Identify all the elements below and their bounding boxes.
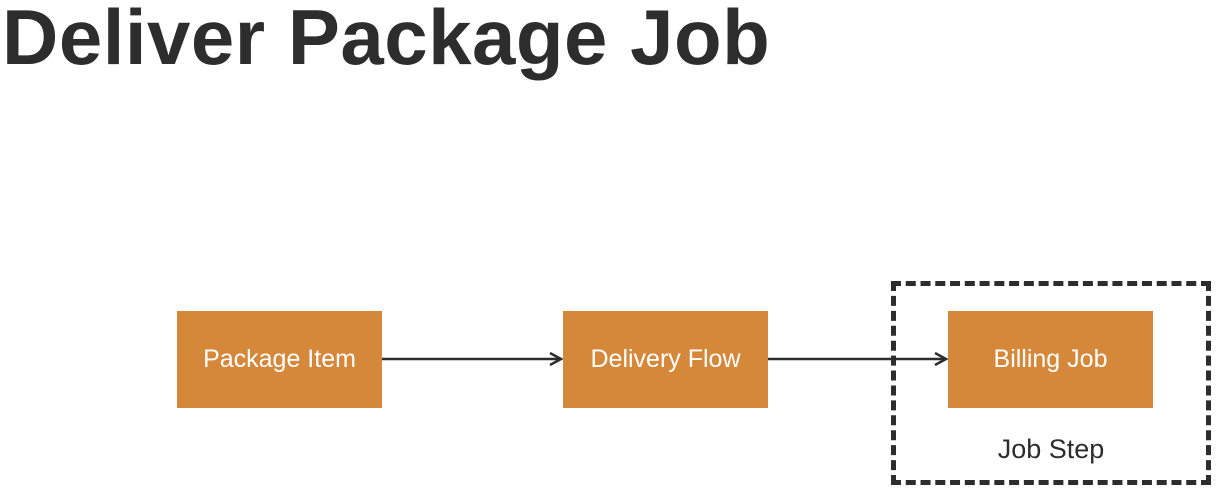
node-label: Billing Job: [993, 345, 1108, 373]
node-label: Delivery Flow: [590, 345, 741, 373]
node-delivery-flow: Delivery Flow: [563, 311, 768, 408]
job-step-label: Job Step: [997, 434, 1105, 464]
node-billing-job: Billing Job: [948, 311, 1153, 408]
node-package-item: Package Item: [177, 311, 382, 408]
job-step-boundary: [891, 281, 1211, 485]
page-title: Deliver Package Job: [2, 0, 771, 81]
node-label: Package Item: [203, 345, 356, 373]
